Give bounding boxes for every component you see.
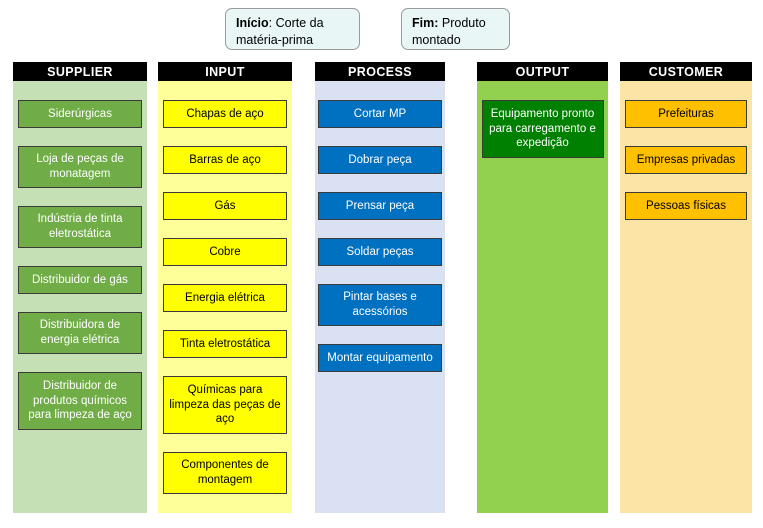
list-item[interactable]: Cobre bbox=[163, 238, 287, 266]
list-item[interactable]: Distribuidor de gás bbox=[18, 266, 142, 294]
callout-start-separator: : bbox=[268, 16, 273, 30]
list-item[interactable]: Empresas privadas bbox=[625, 146, 747, 174]
list-item[interactable]: Pintar bases e acessórios bbox=[318, 284, 442, 326]
column-header-customer: CUSTOMER bbox=[620, 62, 752, 81]
list-item[interactable]: Siderúrgicas bbox=[18, 100, 142, 128]
column-body-supplier: Siderúrgicas Loja de peças de monatagem … bbox=[13, 81, 147, 513]
list-item[interactable]: Componentes de montagem bbox=[163, 452, 287, 494]
list-item[interactable]: Equipamento pronto para carregamento e e… bbox=[481, 100, 604, 158]
callout-start-label: Início bbox=[236, 16, 269, 30]
list-item[interactable]: Gás bbox=[163, 192, 287, 220]
list-item[interactable]: Loja de peças de monatagem bbox=[18, 146, 142, 188]
list-item[interactable]: Energia elétrica bbox=[163, 284, 287, 312]
list-item[interactable]: Pessoas físicas bbox=[625, 192, 747, 220]
column-body-input: Chapas de aço Barras de aço Gás Cobre En… bbox=[158, 81, 292, 513]
list-item[interactable]: Chapas de aço bbox=[163, 100, 287, 128]
list-item[interactable]: Barras de aço bbox=[163, 146, 287, 174]
callout-start-text: Corte da matéria-prima bbox=[236, 16, 324, 47]
list-item[interactable]: Indústria de tinta eletrostática bbox=[18, 206, 142, 248]
column-supplier: SUPPLIER Siderúrgicas Loja de peças de m… bbox=[13, 62, 147, 513]
list-item[interactable]: Prefeituras bbox=[625, 100, 747, 128]
callout-end-text: Produto montado bbox=[412, 16, 486, 47]
list-item[interactable]: Distribuidora de energia elétrica bbox=[18, 312, 142, 354]
callout-start: Início: Corte da matéria-prima bbox=[225, 8, 360, 50]
column-body-customer: Prefeituras Empresas privadas Pessoas fí… bbox=[620, 81, 752, 513]
column-output: OUTPUT Equipamento pronto para carregame… bbox=[477, 62, 608, 513]
list-item[interactable]: Distribuidor de produtos químicos para l… bbox=[18, 372, 142, 430]
column-body-process: Cortar MP Dobrar peça Prensar peça Solda… bbox=[315, 81, 445, 513]
list-item[interactable]: Montar equipamento bbox=[318, 344, 442, 372]
callout-end-label: Fim: bbox=[412, 16, 439, 30]
list-item[interactable]: Tinta eletrostática bbox=[163, 330, 287, 358]
column-customer: CUSTOMER Prefeituras Empresas privadas P… bbox=[620, 62, 752, 513]
callout-end: Fim: Produto montado bbox=[401, 8, 510, 50]
column-process: PROCESS Cortar MP Dobrar peça Prensar pe… bbox=[315, 62, 445, 513]
list-item[interactable]: Dobrar peça bbox=[318, 146, 442, 174]
column-body-output: Equipamento pronto para carregamento e e… bbox=[477, 81, 608, 513]
column-header-input: INPUT bbox=[158, 62, 292, 81]
list-item[interactable]: Soldar peças bbox=[318, 238, 442, 266]
list-item[interactable]: Cortar MP bbox=[318, 100, 442, 128]
list-item[interactable]: Prensar peça bbox=[318, 192, 442, 220]
column-header-process: PROCESS bbox=[315, 62, 445, 81]
column-input: INPUT Chapas de aço Barras de aço Gás Co… bbox=[158, 62, 292, 513]
column-header-output: OUTPUT bbox=[477, 62, 608, 81]
list-item[interactable]: Químicas para limpeza das peças de aço bbox=[163, 376, 287, 434]
column-header-supplier: SUPPLIER bbox=[13, 62, 147, 81]
